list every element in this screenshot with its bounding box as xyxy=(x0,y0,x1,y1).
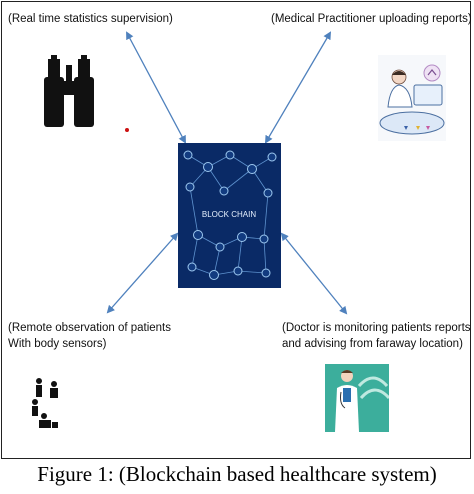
arrow-bottom-left xyxy=(106,232,179,314)
blockchain-network-icon: BLOCK CHAIN xyxy=(178,143,281,288)
binoculars-icon xyxy=(44,55,94,127)
patients-with-sensors-icon xyxy=(32,378,58,428)
figure-caption: Figure 1: (Blockchain based healthcare s… xyxy=(37,462,437,486)
label-medical-practitioner: (Medical Practitioner uploading reports) xyxy=(271,13,472,25)
arrow-top-right xyxy=(264,31,332,144)
label-doctor-monitoring-line1: (Doctor is monitoring patients reports xyxy=(282,322,471,334)
red-dot xyxy=(125,128,129,132)
blockchain-label: BLOCK CHAIN xyxy=(202,210,256,219)
label-real-time-statistics: (Real time statistics supervision) xyxy=(8,13,173,25)
diagram-frame xyxy=(1,1,471,459)
arrow-top-left xyxy=(126,31,186,144)
doctor-at-laptop-icon xyxy=(378,55,446,141)
label-remote-observation: (Remote observation of patients With bod… xyxy=(8,320,171,352)
label-doctor-monitoring-line2: and advising from faraway location) xyxy=(282,338,463,350)
doctor-monitoring-icon xyxy=(325,364,389,432)
label-remote-observation-line1: (Remote observation of patients xyxy=(8,322,172,334)
arrow-bottom-right xyxy=(280,232,348,315)
label-remote-observation-line2: With body sensors) xyxy=(8,338,107,350)
label-doctor-monitoring: (Doctor is monitoring patients reports a… xyxy=(282,320,471,352)
